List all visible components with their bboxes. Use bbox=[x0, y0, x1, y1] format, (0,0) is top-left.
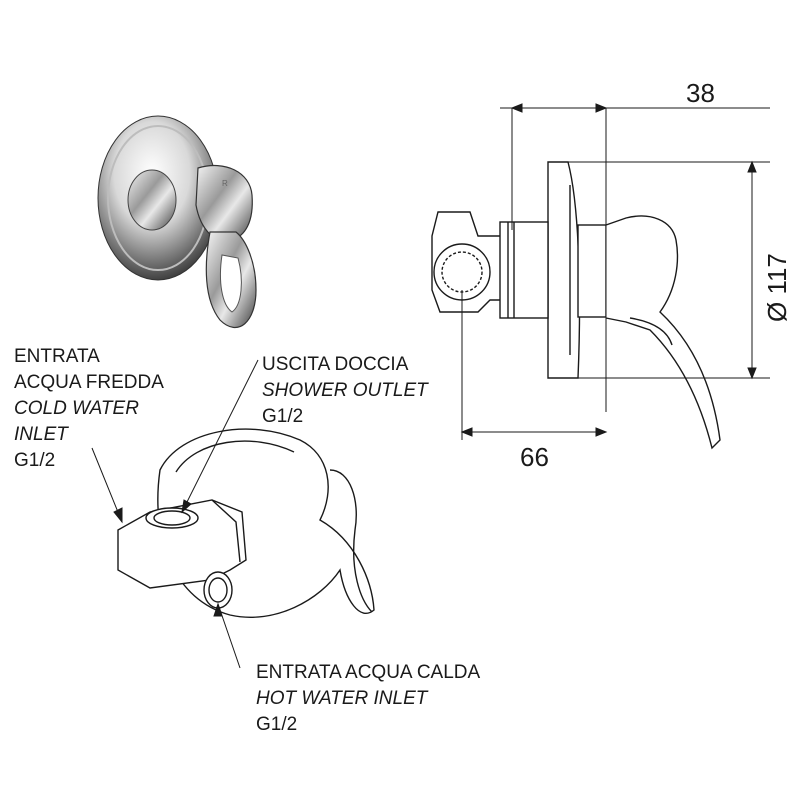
hot-label-thread: G1/2 bbox=[256, 714, 298, 735]
cold-label-thread: G1/2 bbox=[14, 450, 56, 471]
side-view-drawing bbox=[431, 161, 721, 450]
outlet-label-thread: G1/2 bbox=[262, 406, 304, 427]
cold-water-inlet-label: ENTRATA ACQUA FREDDA COLD WATER INLET G1… bbox=[14, 344, 164, 474]
dimension-38: 38 bbox=[686, 78, 715, 108]
dimension-lines bbox=[460, 103, 770, 440]
dimension-diameter-117: Ø 117 bbox=[762, 253, 792, 322]
cold-label-line1: ENTRATA bbox=[14, 346, 100, 367]
brand-mark-icon: R bbox=[222, 179, 228, 188]
leader-lines bbox=[91, 359, 259, 669]
cold-label-line4: INLET bbox=[14, 424, 68, 445]
outlet-label-line2: SHOWER OUTLET bbox=[262, 380, 428, 401]
cold-label-line2: ACQUA FREDDA bbox=[14, 372, 164, 393]
hot-label-line1: ENTRATA ACQUA CALDA bbox=[256, 662, 481, 683]
hot-label-line2: HOT WATER INLET bbox=[256, 688, 428, 709]
hot-water-inlet-label: ENTRATA ACQUA CALDA HOT WATER INLET G1/2 bbox=[256, 660, 480, 738]
cold-label-line3: COLD WATER bbox=[14, 398, 139, 419]
shower-outlet-label: USCITA DOCCIA SHOWER OUTLET G1/2 bbox=[262, 352, 428, 430]
outlet-label-line1: USCITA DOCCIA bbox=[262, 354, 409, 375]
built-in-body-drawing bbox=[117, 428, 375, 618]
dimension-66: 66 bbox=[520, 442, 549, 472]
product-photo: R bbox=[97, 115, 257, 329]
